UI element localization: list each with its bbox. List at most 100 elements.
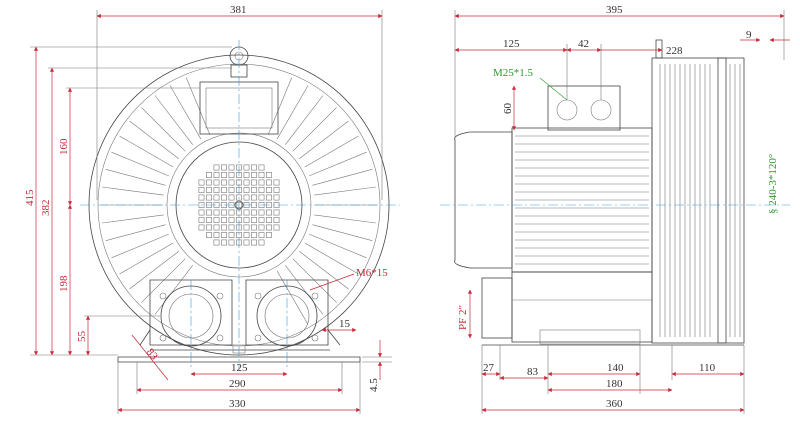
fin	[285, 265, 324, 315]
grid-cell	[228, 164, 235, 171]
grid-cell	[228, 172, 235, 178]
grid-cell	[221, 217, 227, 223]
dim-height-160: 160	[58, 138, 70, 155]
grid-cell	[251, 224, 257, 231]
fin	[119, 135, 174, 168]
grid-cell	[266, 232, 272, 238]
grid-cell	[251, 172, 257, 178]
grid-cell	[206, 187, 212, 193]
fin	[105, 169, 166, 186]
fin	[312, 224, 373, 241]
grid-cell	[221, 239, 227, 246]
grid-cell	[258, 187, 265, 193]
grid-cell	[221, 187, 227, 193]
fin	[285, 95, 324, 145]
grid-cell	[266, 224, 272, 231]
dim-flange-thickness: 15	[339, 318, 351, 330]
fin	[299, 251, 349, 290]
fin	[102, 186, 164, 196]
fin	[314, 214, 376, 224]
dim-foot-height: 4.5	[368, 378, 380, 392]
fin	[105, 224, 166, 241]
grid-cell	[266, 179, 272, 186]
mounting-holes-note: § 240-3*120°	[767, 154, 779, 214]
conduit-thread-note: M25*1.5	[493, 67, 534, 79]
grid-cell	[243, 194, 250, 201]
fin	[141, 107, 186, 152]
fin	[304, 135, 359, 168]
dim-flange-83: 83	[144, 346, 161, 363]
grid-cell	[206, 217, 212, 223]
grid-cell	[273, 187, 280, 193]
dim-line-83-front	[131, 334, 169, 381]
dim-foot-span: 290	[229, 378, 246, 390]
grid-cell	[266, 172, 272, 178]
grid-cell	[266, 209, 272, 216]
fin	[314, 186, 376, 196]
grid-cell	[273, 209, 280, 216]
fin	[154, 95, 193, 145]
bolt-callout: M6*15	[356, 267, 388, 279]
grid-cell	[251, 232, 257, 238]
grid-cell	[213, 172, 220, 178]
dim-overall-height: 415	[24, 189, 36, 206]
dim-foot-110: 110	[699, 362, 716, 374]
grid-cell	[206, 172, 212, 178]
grid-cell	[213, 239, 220, 246]
grid-cell	[273, 179, 280, 186]
fin	[312, 169, 373, 186]
grid-cell	[258, 179, 265, 186]
grid-cell	[198, 187, 205, 193]
motor-end-cap	[454, 131, 513, 269]
dim-foot-27: 27	[483, 362, 495, 374]
bolt-leader	[309, 273, 355, 291]
grid-cell	[228, 179, 235, 186]
grid-cell	[221, 232, 227, 238]
grid-cell	[228, 194, 235, 201]
grid-cell	[206, 179, 212, 186]
grid-cell	[251, 164, 257, 171]
grid-cell	[243, 187, 250, 193]
grid-cell	[273, 224, 280, 231]
fin	[169, 85, 202, 140]
fin	[267, 77, 293, 135]
dim-base-length: 360	[606, 398, 623, 410]
grid-cell	[213, 209, 220, 216]
dim-base-width: 330	[229, 398, 246, 410]
grid-cell	[213, 194, 220, 201]
dim-cover-offset: 228	[666, 45, 683, 57]
grid-cell	[213, 164, 220, 171]
grid-cell	[206, 194, 212, 201]
dim-height-55: 55	[76, 331, 88, 343]
grid-cell	[258, 232, 265, 238]
grid-cell	[206, 209, 212, 216]
dim-box-width: 42	[578, 38, 589, 50]
grid-cell	[258, 217, 265, 223]
side-view: 395 125 42 228 9 60 M25*1.5 PF 2" § 240-…	[440, 4, 790, 414]
fin	[309, 151, 367, 177]
fin	[299, 120, 349, 159]
grid-cell	[228, 209, 235, 216]
dim-port-spacing: 125	[231, 362, 248, 374]
housing-fins	[659, 64, 741, 337]
grid-cell	[258, 239, 265, 246]
grid-cell	[206, 232, 212, 238]
grid-cell	[243, 239, 250, 246]
fin	[292, 258, 337, 303]
grid-cell	[221, 194, 227, 201]
grid-cell	[258, 172, 265, 178]
outlet-port	[481, 277, 513, 339]
fin	[304, 242, 359, 275]
grid-cell	[251, 217, 257, 223]
blower-housing	[651, 57, 745, 344]
grid-cell	[198, 217, 205, 223]
dim-motor-offset: 125	[503, 38, 520, 50]
grid-cell	[228, 224, 235, 231]
grid-cell	[221, 224, 227, 231]
dim-overall-length: 395	[606, 4, 623, 16]
dim-height-198: 198	[58, 275, 70, 292]
fin	[111, 151, 169, 177]
grid-cell	[273, 217, 280, 223]
grid-cell	[243, 164, 250, 171]
